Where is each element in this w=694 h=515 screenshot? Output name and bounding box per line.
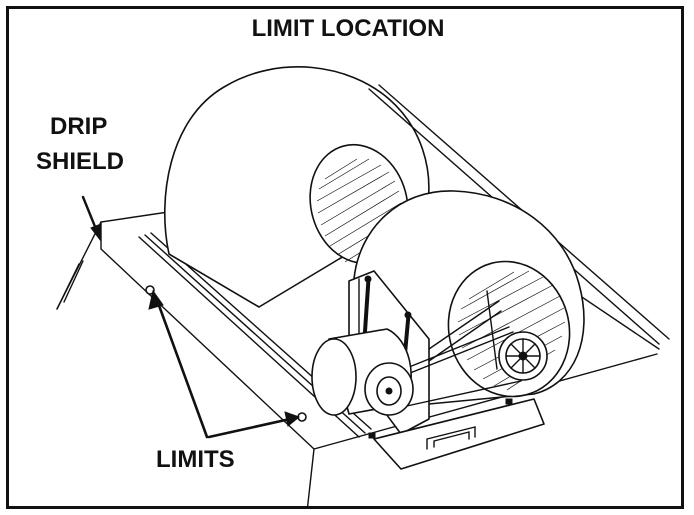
limit-switches [145, 285, 307, 422]
limit-switch-upper [145, 285, 155, 295]
diagram-frame: LIMIT LOCATION DRIP SHIELD LIMITS [6, 6, 684, 509]
blower-slide-base [368, 398, 545, 470]
blower-motor [311, 328, 414, 416]
limits-arrows [148, 289, 301, 439]
drip-shield-label-line2: SHIELD [36, 148, 125, 175]
diagram-title: LIMIT LOCATION [251, 15, 445, 42]
limits-label: LIMITS [156, 446, 235, 473]
blower-illustration [56, 66, 670, 506]
drip-shield-arrow [81, 195, 102, 243]
drip-shield-label-line1: DRIP [50, 113, 108, 140]
